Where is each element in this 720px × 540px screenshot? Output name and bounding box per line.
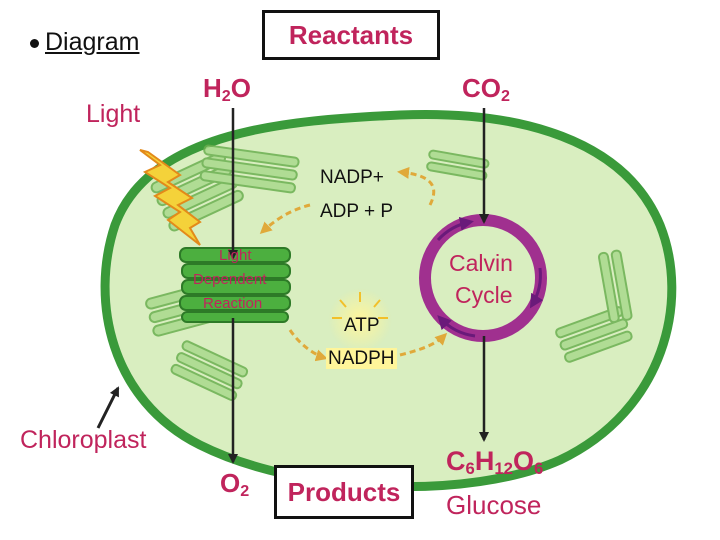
glucose-label: Glucose xyxy=(446,490,542,520)
formula-o2: O2 xyxy=(220,468,250,501)
calvin-ring-arrow-1 xyxy=(436,217,474,242)
light-bolt-icon xyxy=(139,149,202,246)
atp-label: ATP xyxy=(344,315,380,336)
adp-label: ADP + P xyxy=(320,201,394,222)
bullet-dot-icon xyxy=(30,38,39,48)
chloroplast-label: Chloroplast xyxy=(20,426,147,454)
light-dependent-line1: Light xyxy=(219,247,252,264)
formula-co2: CO2 xyxy=(462,73,510,106)
nadph-label: NADPH xyxy=(326,348,397,369)
calvin-ring-arrow-3 xyxy=(437,315,476,338)
chloroplast-pointer-arrow xyxy=(96,386,120,429)
calvin-line2: Cycle xyxy=(455,282,513,308)
nadp-return-arrow xyxy=(397,166,436,206)
bullet-diagram: Diagram xyxy=(30,30,139,55)
light-dependent-line2: Dependent xyxy=(193,271,267,288)
formula-c6h12o6: C6H12O6 xyxy=(446,446,544,479)
light-label: Light xyxy=(86,100,141,128)
calvin-line1: Calvin xyxy=(449,250,513,276)
reactants-box: Reactants xyxy=(262,10,440,60)
chloroplast-membrane xyxy=(100,109,677,492)
atp-flow-arrow xyxy=(288,329,328,362)
calvin-ring-arrow-2 xyxy=(529,267,544,309)
formula-h2o: H2O xyxy=(203,73,251,106)
light-dependent-line3: Reaction xyxy=(203,295,263,312)
products-box: Products xyxy=(274,465,414,519)
nadp-label: NADP+ xyxy=(320,167,384,188)
nadph-to-calvin-arrow xyxy=(399,332,448,357)
adp-to-light-arrow xyxy=(259,203,311,235)
atp-burst-icon xyxy=(332,292,388,319)
reactants-label: Reactants xyxy=(288,19,414,50)
products-label: Products xyxy=(287,476,401,507)
